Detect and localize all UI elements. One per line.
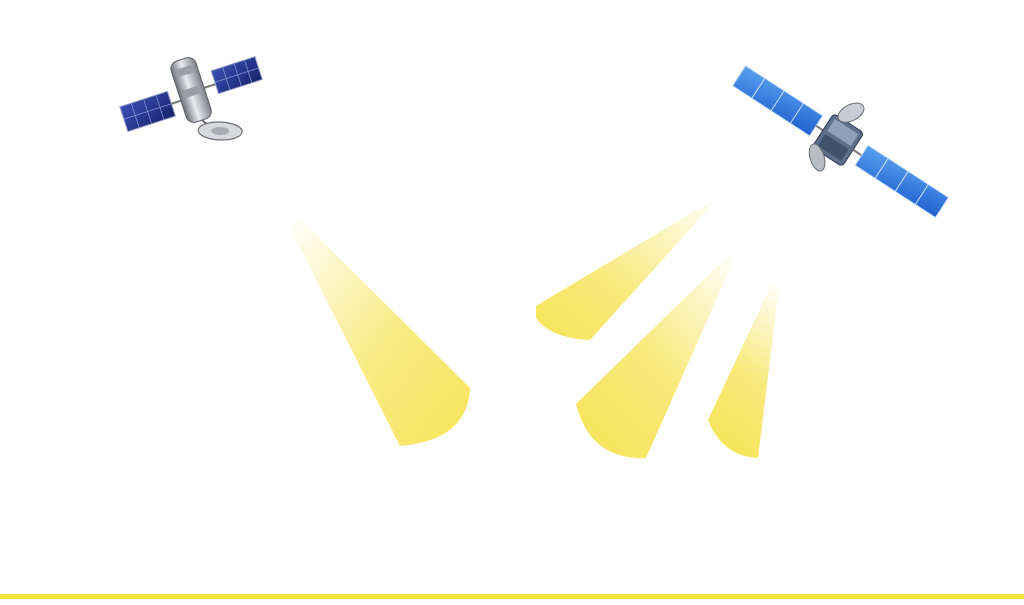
ground-line: [0, 594, 1024, 599]
antenna-dish: [808, 102, 865, 172]
solar-panel-left: [119, 90, 177, 133]
beam-right-middle: [576, 242, 742, 459]
satellite-icon: [731, 64, 950, 219]
beam-right-upper: [536, 196, 720, 340]
beam-left: [290, 215, 470, 446]
satellite-icon: [119, 56, 263, 141]
solar-panel-right: [854, 144, 950, 219]
solar-panel-right: [210, 56, 263, 95]
satellite-right: [731, 64, 950, 219]
antenna-dish: [197, 119, 243, 141]
solar-panel-left: [731, 64, 824, 137]
beam-right-lower: [708, 262, 782, 458]
satellite-left: [119, 56, 263, 141]
satellite-body: [813, 114, 863, 166]
